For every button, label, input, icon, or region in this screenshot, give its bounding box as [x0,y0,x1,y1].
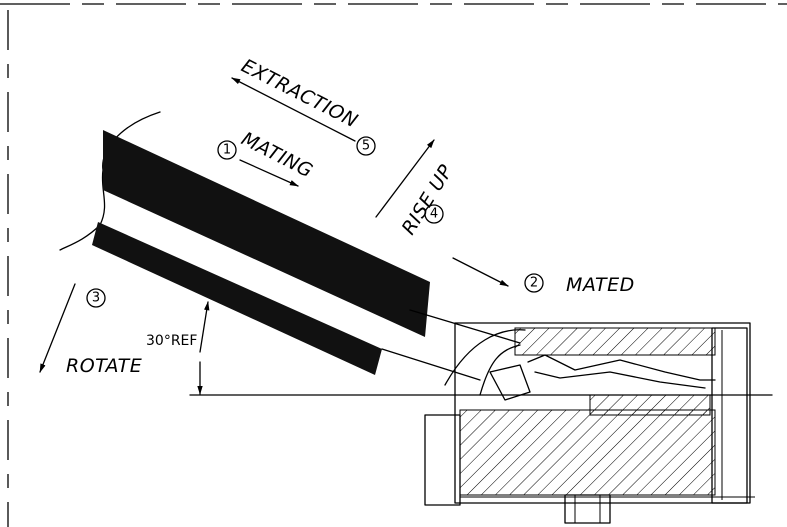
step-2-number: 2 [530,276,538,291]
extraction-label: EXTRACTION [238,55,362,132]
cable-jacket-lower-band [92,222,382,375]
step-1-circle [217,140,237,160]
drawing-border [0,3,787,527]
inner-conductor-edge-top [409,309,521,344]
step-5-circle [356,136,376,156]
step-5-number: 5 [362,139,370,154]
receptacle-lower-hatch [459,409,716,496]
rotate-callout: 3 ROTATE [39,283,142,377]
rotate-label: ROTATE [66,355,142,377]
contact-spring-inner [534,371,706,389]
angle-dimension: 30°REF [146,301,210,395]
contact-spring [527,354,716,381]
rise-up-callout: RISE UP 4 [375,139,458,239]
mating-label: MATING [238,128,317,183]
mated-callout: 2 MATED [452,257,635,296]
rise-up-label: RISE UP [398,161,458,239]
inner-conductor-edge-bottom [381,348,481,381]
step-4-number: 4 [430,207,438,222]
cable-outline-top [59,111,161,251]
plug-tip-arc [444,329,526,386]
step-3-circle [86,288,106,308]
cable-assembly [59,111,531,401]
receptacle-left-flange [424,414,461,506]
receptacle-mid-hatch [589,394,711,416]
cable-jacket-upper-band [103,130,430,337]
step-4-circle [424,204,444,224]
mated-label: MATED [566,274,635,296]
step-3-number: 3 [92,291,100,306]
receptacle-housing [454,322,751,504]
receptacle-right-wall [711,327,748,504]
receptacle-section [424,322,755,524]
plug-nose [489,364,531,401]
receptacle-upper-hatch [514,327,716,356]
mounting-post [564,494,611,524]
angle-ref-label: 30°REF [146,333,197,349]
step-1-number: 1 [223,143,231,158]
mating-callout: 1 MATING [217,128,317,187]
step-2-circle [524,273,544,293]
